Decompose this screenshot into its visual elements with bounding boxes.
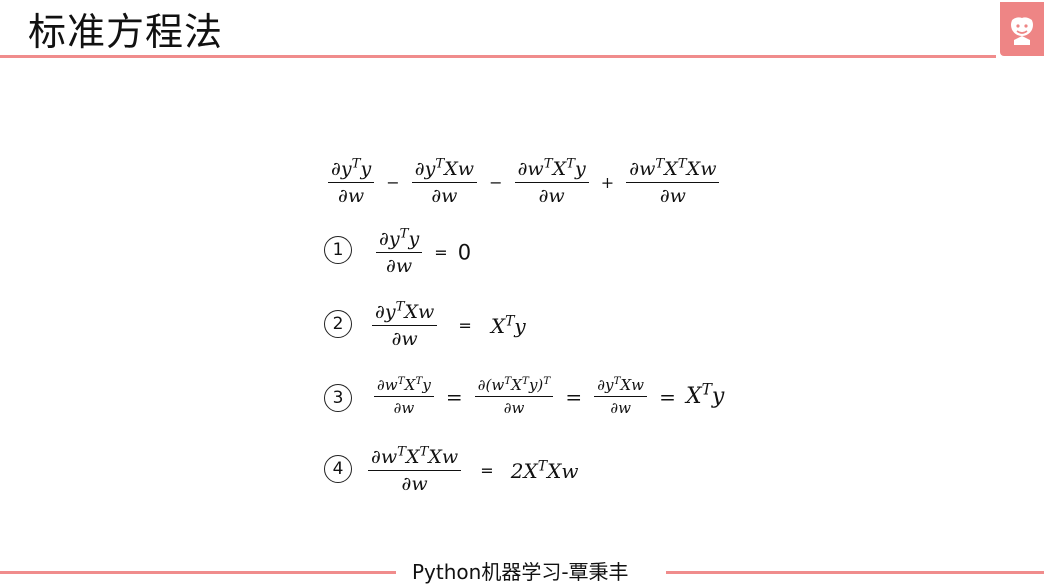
- item-marker-1: 1: [324, 236, 352, 264]
- equation-3: ∂wTXTy ∂w = ∂(wTXTy)T ∂w = ∂yTXw ∂w = XT…: [372, 376, 724, 417]
- footer-divider-right: [666, 571, 1044, 574]
- operator: −: [489, 173, 503, 192]
- slide-title: 标准方程法: [28, 10, 224, 54]
- fraction: ∂yTXw ∂w: [411, 158, 477, 207]
- item-marker-2: 2: [324, 310, 352, 338]
- item-marker-4: 4: [324, 455, 352, 483]
- cartoon-avatar-logo-icon: [1000, 2, 1044, 56]
- footer-credit: Python机器学习-覃秉丰: [412, 560, 629, 584]
- fraction: ∂yTy ∂w: [328, 158, 375, 207]
- expanded-derivative-expression: ∂yTy ∂w − ∂yTXw ∂w − ∂wTXTy ∂w + ∂wTXTXw…: [326, 158, 721, 207]
- operator: +: [600, 173, 615, 192]
- footer-divider-left: [0, 571, 396, 574]
- equation-2: ∂yTXw ∂w = XTy: [370, 301, 526, 350]
- title-divider: [0, 55, 996, 58]
- operator: −: [386, 173, 400, 192]
- fraction: ∂wTXTXw ∂w: [626, 158, 720, 207]
- equation-1: ∂yTy ∂w = 0: [374, 228, 471, 277]
- item-marker-3: 3: [324, 384, 352, 412]
- fraction: ∂wTXTy ∂w: [514, 158, 589, 207]
- equation-4: ∂wTXTXw ∂w = 2XTXw: [366, 446, 578, 495]
